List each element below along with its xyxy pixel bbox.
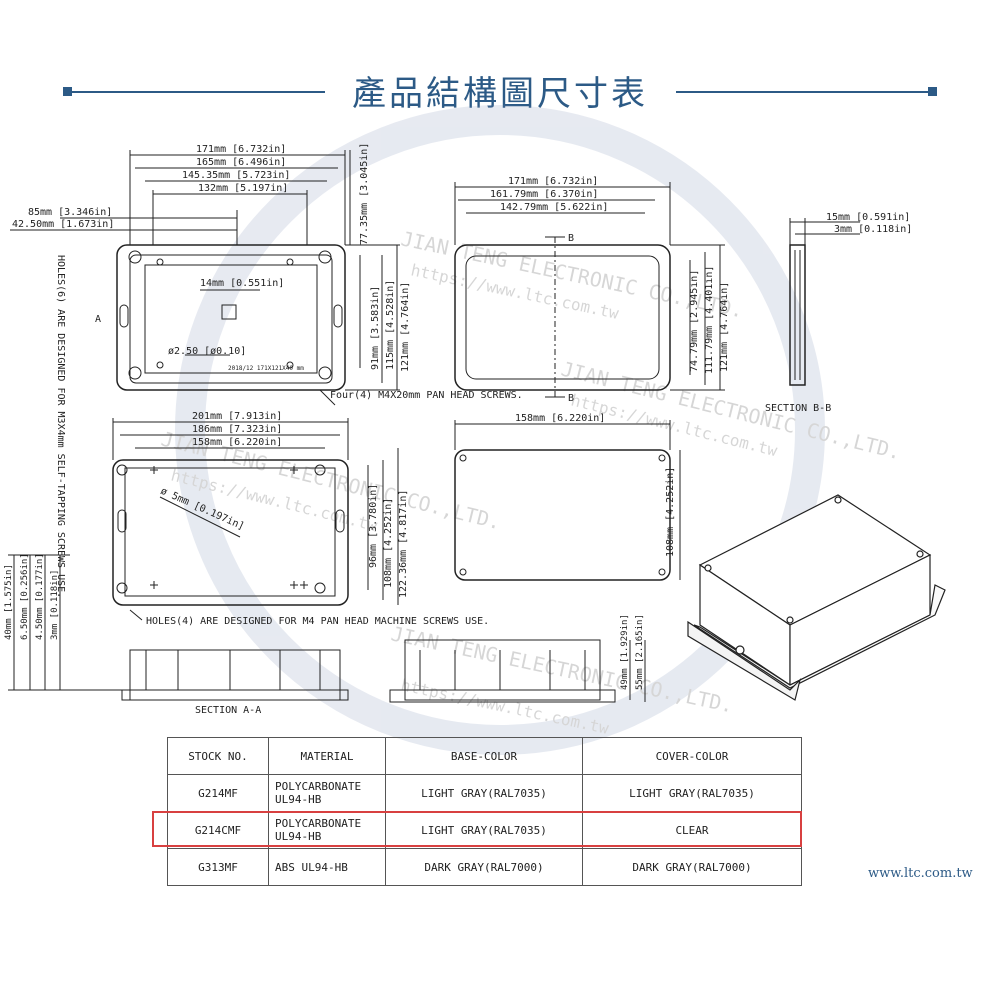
enclosure-3d-illustration (687, 494, 946, 701)
table-header-row: STOCK NO. MATERIAL BASE-COLOR COVER-COLO… (167, 737, 802, 775)
note-holes-4: HOLES(4) ARE DESIGNED FOR M4 PAN HEAD MA… (146, 616, 489, 627)
cell-stock: G313MF (167, 848, 269, 886)
dim-4-50: 4.50mm [0.177in] (35, 553, 45, 640)
highlight-box (152, 811, 802, 847)
title-dot-left (63, 87, 72, 96)
spec-table: STOCK NO. MATERIAL BASE-COLOR COVER-COLO… (167, 737, 802, 886)
dim-3-aa: 3mm [0.118in] (50, 570, 60, 640)
table-row: G313MF ABS UL94-HB DARK GRAY(RAL7000) DA… (167, 848, 802, 886)
title-rule-right (676, 91, 931, 93)
section-a-label: A (95, 314, 101, 325)
view-top-left (10, 150, 400, 406)
dim-121-right: 121mm [4.764in] (719, 282, 730, 372)
cell-stock: G214MF (167, 774, 269, 812)
view-mid-right (454, 420, 681, 581)
dim-77: 77.35mm [3.045in] (359, 143, 370, 245)
title-rule-left (70, 91, 325, 93)
site-url[interactable]: www.ltc.com.tw (868, 866, 973, 881)
side-view-labels: 49mm [1.929in] 55mm [2.165in] (620, 614, 645, 690)
dim-115: 115mm [4.528in] (385, 280, 396, 370)
header-cover: COVER-COLOR (582, 737, 802, 775)
header-base: BASE-COLOR (385, 737, 583, 775)
dim-111: 111.79mm [4.401in] (704, 266, 715, 374)
material-line-1: POLYCARBONATE (275, 780, 362, 793)
dim-158-right: 158mm [6.220in] (515, 413, 605, 424)
dim-74: 74.79mm [2.945in] (689, 270, 700, 372)
page-title: 產品結構圖尺寸表 (352, 74, 648, 114)
view-top-left-labels: 171mm [6.732in] 165mm [6.496in] 145.35mm… (12, 143, 523, 599)
dim-171-right: 171mm [6.732in] (508, 176, 598, 187)
dim-171-left: 171mm [6.732in] (196, 144, 286, 155)
dim-108-right: 108mm [4.252in] (665, 467, 676, 557)
dim-42: 42.50mm [1.673in] (12, 219, 114, 230)
section-b-top: B (568, 233, 574, 244)
cell-material: ABS UL94-HB (268, 848, 386, 886)
dim-15: 15mm [0.591in] (826, 212, 910, 223)
dim-108-left: 108mm [4.252in] (383, 498, 394, 588)
material-line-1: POLYCARBONATE (275, 817, 362, 830)
dim-55: 55mm [2.165in] (635, 614, 645, 690)
side-view (389, 639, 646, 703)
section-aa (8, 554, 349, 701)
dim-hole: ø2.50 [ø0.10] (168, 346, 246, 357)
dim-165: 165mm [6.496in] (196, 157, 286, 168)
section-aa-labels: 40mm [1.575in] 6.50mm [0.256in] 4.50mm [… (4, 553, 261, 716)
title-dot-right (928, 87, 937, 96)
dim-121-left: 121mm [4.764in] (400, 282, 411, 372)
dim-201: 201mm [7.913in] (192, 411, 282, 422)
dim-49: 49mm [1.929in] (620, 614, 630, 690)
cell-cover: LIGHT GRAY(RAL7035) (582, 774, 802, 812)
view-top-right (454, 182, 725, 398)
plate-label: 2018/12 171X121X40 mm (228, 365, 304, 372)
note-holes-6: HOLES(6) ARE DESIGNED FOR M3X4mm SELF-TA… (55, 255, 66, 598)
section-bb-title: SECTION B-B (765, 403, 831, 414)
dim-142: 142.79mm [5.622in] (500, 202, 608, 213)
dim-85: 85mm [3.346in] (28, 207, 112, 218)
title-bar: 產品結構圖尺寸表 (0, 62, 1000, 122)
section-aa-title: SECTION A-A (195, 705, 261, 716)
dim-14: 14mm [0.551in] (200, 278, 284, 289)
cell-base: LIGHT GRAY(RAL7035) (385, 774, 583, 812)
dim-91: 91mm [3.583in] (370, 286, 381, 370)
dim-132: 132mm [5.197in] (198, 183, 288, 194)
cell-base: DARK GRAY(RAL7000) (385, 848, 583, 886)
material-line-1: ABS UL94-HB (275, 860, 348, 874)
dim-158-left: 158mm [6.220in] (192, 437, 282, 448)
dim-145: 145.35mm [5.723in] (182, 170, 290, 181)
dim-122: 122.36mm [4.817in] (398, 490, 409, 598)
dim-3-bb: 3mm [0.118in] (834, 224, 912, 235)
section-bb-labels: 15mm [0.591in] 3mm [0.118in] SECTION B-B (765, 212, 912, 414)
header-material: MATERIAL (268, 737, 386, 775)
dim-161: 161.79mm [6.370in] (490, 189, 598, 200)
note-screws: Four(4) M4X20mm PAN HEAD SCREWS. (330, 390, 523, 401)
header-stock: STOCK NO. (167, 737, 269, 775)
material-line-2: UL94-HB (275, 793, 322, 806)
cell-cover: DARK GRAY(RAL7000) (582, 848, 802, 886)
dim-40: 40mm [1.575in] (4, 564, 14, 640)
view-mid-right-labels: 158mm [6.220in] 108mm [4.252in] (515, 413, 676, 557)
view-mid-left (112, 418, 399, 621)
section-bb (789, 218, 860, 386)
view-top-right-labels: 171mm [6.732in] 161.79mm [6.370in] 142.7… (490, 176, 730, 404)
section-b-bottom: B (568, 393, 574, 404)
material-line-2: UL94-HB (275, 830, 322, 843)
dim-6-50: 6.50mm [0.256in] (20, 553, 30, 640)
dim-96: 96mm [3.780in] (368, 484, 379, 568)
dim-186: 186mm [7.323in] (192, 424, 282, 435)
